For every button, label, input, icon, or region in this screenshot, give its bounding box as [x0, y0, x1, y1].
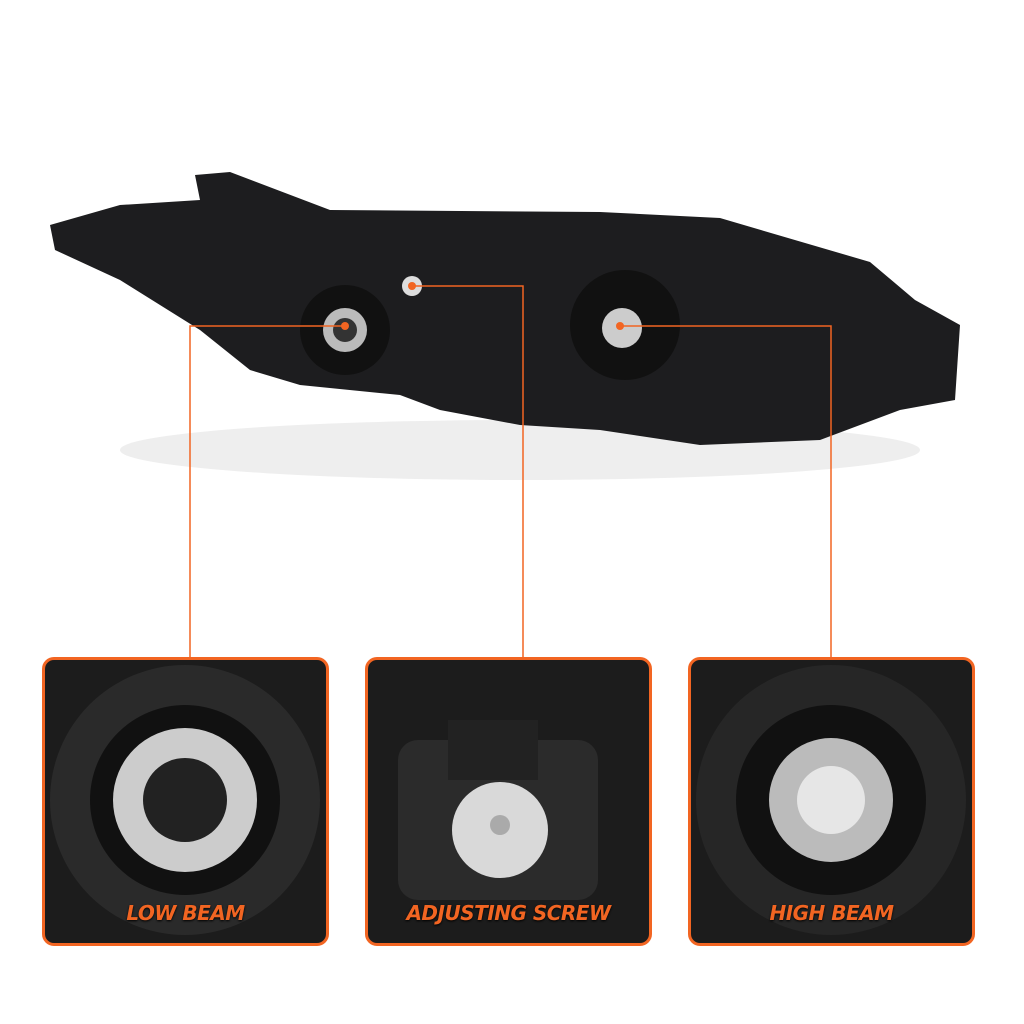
headlight-housing [50, 172, 960, 445]
adjusting-screw-label: ADJUSTING SCREW [406, 901, 611, 925]
high-beam-panel: HIGH BEAM [688, 657, 975, 946]
high-beam-label: HIGH BEAM [769, 901, 894, 925]
low-beam-panel: LOW BEAM [42, 657, 329, 946]
adjusting-screw-panel: ADJUSTING SCREW [365, 657, 652, 946]
low-beam-socket-icon [50, 665, 320, 935]
adjusting-screw-icon [398, 720, 598, 900]
low-beam-label: LOW BEAM [126, 901, 245, 925]
callout-lines [189, 285, 832, 660]
high-beam-socket-icon [696, 665, 966, 935]
